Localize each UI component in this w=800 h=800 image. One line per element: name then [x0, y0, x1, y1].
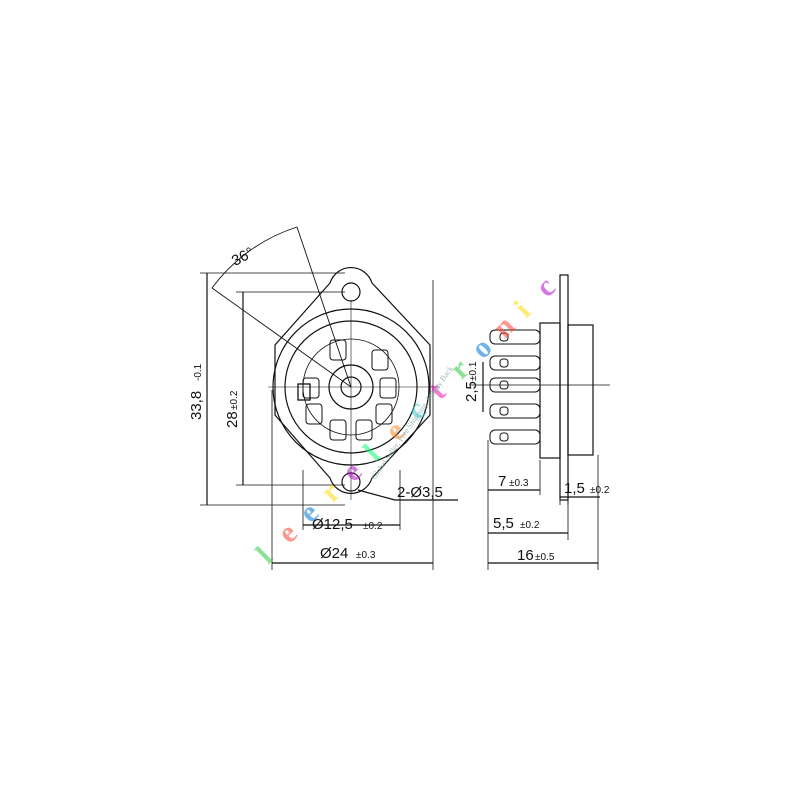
- side-pin-slots: [499, 332, 509, 442]
- watermark-letter: o: [465, 331, 499, 365]
- height-main-tol: -0.1: [193, 363, 204, 381]
- watermark-letter: l: [250, 541, 279, 570]
- total-label: 16: [517, 547, 534, 564]
- watermark-letter: i: [508, 295, 537, 324]
- socket-pins: [297, 339, 397, 441]
- inner-dia-label: Ø12,5: [312, 516, 353, 533]
- body-tol: ±0.2: [520, 520, 540, 531]
- side-pins: [489, 329, 541, 445]
- outer-dia-tol: ±0.3: [356, 550, 376, 561]
- pin-offset-label: 2,5: [463, 381, 480, 402]
- height-inner-tol: ±0.2: [229, 390, 240, 410]
- height-main-label: 33,8: [188, 391, 205, 420]
- watermark-letter: c: [529, 271, 562, 304]
- outer-dia-label: Ø24: [320, 545, 348, 562]
- watermark-letter: e: [336, 455, 369, 488]
- pin-len-tol: ±0.3: [509, 478, 529, 489]
- height-inner-label: 28: [224, 411, 241, 428]
- watermark-letter: n: [486, 309, 521, 344]
- side-flange: [559, 274, 569, 501]
- pin-len-label: 7: [498, 473, 506, 490]
- total-tol: ±0.5: [535, 552, 555, 563]
- holes-label: 2-Ø3,5: [397, 484, 443, 501]
- watermark-letter: e: [271, 517, 304, 550]
- body-label: 5,5: [493, 515, 514, 532]
- inner-dia-tol: ±0.2: [363, 521, 383, 532]
- side-body-collar: [539, 322, 561, 459]
- side-body: [567, 324, 594, 456]
- flange-label: 1,5: [564, 480, 585, 497]
- pin-offset-tol: ±0.1: [468, 361, 479, 381]
- flange-tol: ±0.2: [590, 485, 610, 496]
- front-flange-outline: [274, 267, 431, 494]
